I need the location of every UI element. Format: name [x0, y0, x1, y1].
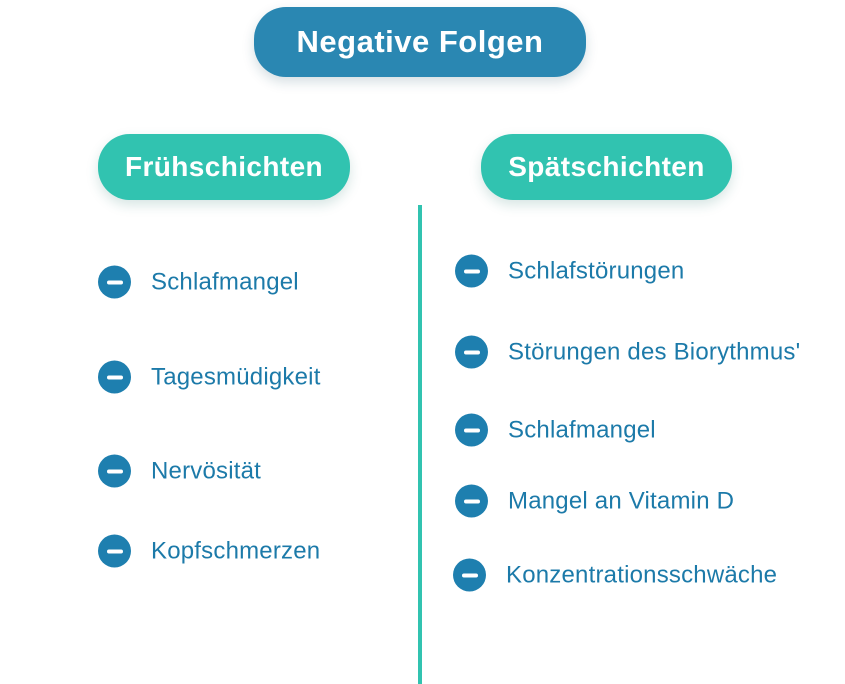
list-item-label: Schlafmangel: [151, 268, 299, 295]
column-divider: [418, 205, 422, 684]
minus-bar: [461, 573, 478, 577]
minus-icon: [455, 254, 488, 288]
column-header-spaetschichten: Spätschichten: [481, 134, 732, 200]
minus-icon: [98, 265, 131, 299]
minus-icon: [455, 413, 488, 447]
list-item: Mangel an Vitamin D: [455, 484, 735, 518]
minus-icon: [455, 484, 488, 518]
minus-bar: [463, 428, 480, 432]
list-item-label: Nervösität: [151, 457, 262, 484]
minus-icon: [98, 534, 131, 568]
title-badge: Negative Folgen: [254, 7, 586, 77]
minus-bar: [106, 549, 123, 553]
list-item: Konzentrationsschwäche: [453, 558, 778, 592]
minus-icon: [455, 335, 488, 369]
minus-bar: [106, 375, 123, 379]
minus-bar: [463, 350, 480, 354]
minus-bar: [463, 269, 480, 273]
list-item-label: Tagesmüdigkeit: [151, 363, 321, 390]
minus-bar: [106, 469, 123, 473]
page-title: Negative Folgen: [296, 24, 544, 59]
list-item: Schlafmangel: [455, 413, 656, 447]
list-item-label: Störungen des Biorythmus': [508, 338, 801, 365]
list-item-label: Schlafmangel: [508, 416, 656, 443]
list-item-label: Mangel an Vitamin D: [508, 487, 735, 514]
minus-bar: [463, 499, 480, 503]
list-item: Tagesmüdigkeit: [98, 360, 321, 394]
column-header-label: Spätschichten: [508, 151, 705, 182]
minus-icon: [98, 360, 131, 394]
minus-icon: [453, 558, 486, 592]
column-header-label: Frühschichten: [124, 151, 324, 182]
list-item: Störungen des Biorythmus': [455, 335, 801, 369]
list-item: Schlafstörungen: [455, 254, 685, 288]
list-item-label: Konzentrationsschwäche: [506, 561, 778, 588]
minus-icon: [98, 454, 131, 488]
list-item: Nervösität: [98, 454, 262, 488]
list-item-label: Schlafstörungen: [508, 257, 685, 284]
list-item: Schlafmangel: [98, 265, 299, 299]
list-item-label: Kopfschmerzen: [151, 537, 321, 564]
minus-bar: [106, 280, 123, 284]
list-item: Kopfschmerzen: [98, 534, 321, 568]
column-header-fruehschichten: Frühschichten: [98, 134, 350, 200]
